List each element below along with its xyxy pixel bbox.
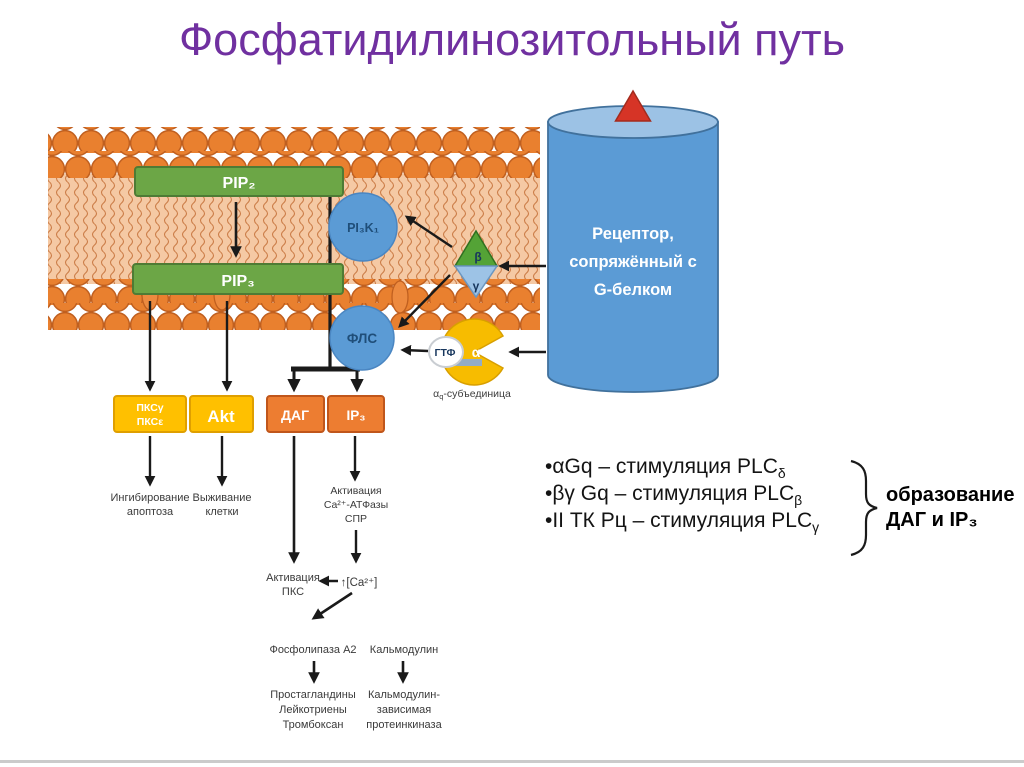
eicosanoids-label-line1: Простагландины xyxy=(270,689,356,701)
bullet-tkrc-text: •II ТК Рц – стимуляция PLC xyxy=(545,509,813,532)
arrow-dimer-to-pi3k xyxy=(404,215,453,248)
result-label-line1: образование xyxy=(886,484,1015,506)
gtp-oval xyxy=(428,336,464,368)
gtp-platform xyxy=(448,359,482,366)
pi3k-label: PI₃K₁ xyxy=(347,221,379,235)
lipid-anchor-3 xyxy=(391,280,409,314)
page-title: Фосфатидилинозитольный путь xyxy=(178,14,846,65)
gamma-subunit xyxy=(453,265,499,299)
alpha-subunit-caption: αq-субъединица xyxy=(433,388,511,401)
pkc-activation-label-line2: ПКС xyxy=(282,586,304,598)
ip3-box xyxy=(327,395,385,433)
cam-kinase-label-line3: протеинкиназа xyxy=(366,719,442,731)
bullet-bygq-sub: β xyxy=(794,492,803,508)
lipid-heads-top-row1 xyxy=(48,127,540,153)
receptor-label-line1: Рецептор, xyxy=(592,225,674,243)
plc-circle xyxy=(329,305,395,371)
cam-kinase-label-line1: Кальмодулин- xyxy=(368,689,440,701)
pip3-box xyxy=(132,263,344,295)
akt-box xyxy=(189,395,254,433)
atpase-label-line2: Ca²⁺-АТФазы xyxy=(324,499,388,511)
calmodulin-label: Кальмодулин xyxy=(370,644,438,656)
bullet-agq-sub: δ xyxy=(777,465,786,481)
pkc-activation-label-line1: Активация xyxy=(266,572,320,584)
atpase-label-line3: СПР xyxy=(345,513,367,525)
dag-box xyxy=(266,395,325,433)
pla2-label: Фосфолипаза А2 xyxy=(269,644,356,656)
pip2-label: PIP₂ xyxy=(223,175,256,192)
alpha-subunit-caption-sub: q xyxy=(439,392,443,401)
bullet-bygq-text: •βγ Gq – стимуляция PLC xyxy=(545,482,795,505)
calcium-label: ↑[Ca²⁺] xyxy=(341,577,378,589)
slide-bottom-edge xyxy=(0,760,1024,763)
arrow-alpha-to-plc xyxy=(400,344,429,356)
pkc-box-label-line1: ПКСγ xyxy=(136,402,163,414)
receptor-body xyxy=(547,121,719,393)
bullet-tkrc-sub: γ xyxy=(812,519,820,535)
alpha-subunit-caption-base: α xyxy=(433,388,439,400)
beta-label: β xyxy=(474,250,481,264)
alpha-subunit-caption-rest: -субъединица xyxy=(443,388,511,400)
bullet-agq-text: •αGq – стимуляция PLC xyxy=(545,455,778,478)
ip3-box-label: IP₃ xyxy=(347,408,366,423)
receptor-cylinder: Рецептор, сопряжённый с G-белком xyxy=(547,89,719,393)
survival-label-line2: клетки xyxy=(205,506,238,518)
gtp-label: ГТФ xyxy=(435,347,456,359)
pkc-box xyxy=(113,395,187,433)
pip2-box xyxy=(134,166,344,197)
brace xyxy=(850,459,878,557)
receptor-label-line3: G-белком xyxy=(594,281,672,299)
akt-box-label: Akt xyxy=(207,407,235,426)
arrow-calcium-diagonal xyxy=(311,591,353,620)
bullet-list: •αGq – стимуляция PLCδ •βγ Gq – стимуляц… xyxy=(545,454,819,535)
bullet-tkrc: •II ТК Рц – стимуляция PLCγ xyxy=(545,508,819,535)
cell-membrane xyxy=(48,127,540,330)
bullet-bygq: •βγ Gq – стимуляция PLCβ xyxy=(545,481,819,508)
result-label-line2: ДАГ и IP₃ xyxy=(886,509,978,531)
apoptosis-label-line1: Ингибирование xyxy=(111,492,190,504)
survival-label-line1: Выживание xyxy=(193,492,252,504)
alpha-label: α xyxy=(472,344,481,360)
atpase-label-line1: Активация xyxy=(330,485,381,497)
eicosanoids-label-line3: Тромбоксан xyxy=(283,719,344,731)
ligand-triangle-icon xyxy=(614,89,652,122)
gamma-label: γ xyxy=(473,279,480,293)
dag-box-label: ДАГ xyxy=(281,407,309,423)
arrow-dimer-to-membrane xyxy=(398,274,451,328)
eicosanoids-label-line2: Лейкотриены xyxy=(279,704,347,716)
pkc-box-label-line2: ПКСε xyxy=(137,416,163,428)
pi3k-circle xyxy=(328,192,398,262)
bullet-agq: •αGq – стимуляция PLCδ xyxy=(545,454,819,481)
receptor-label-line2: сопряжённый с xyxy=(569,253,697,271)
pip3-label: PIP₃ xyxy=(221,273,254,290)
cam-kinase-label-line2: зависимая xyxy=(377,704,431,716)
result-label: образование ДАГ и IP₃ xyxy=(886,483,1014,533)
plc-label: ФЛС xyxy=(347,331,377,346)
apoptosis-label-line2: апоптоза xyxy=(127,506,174,518)
